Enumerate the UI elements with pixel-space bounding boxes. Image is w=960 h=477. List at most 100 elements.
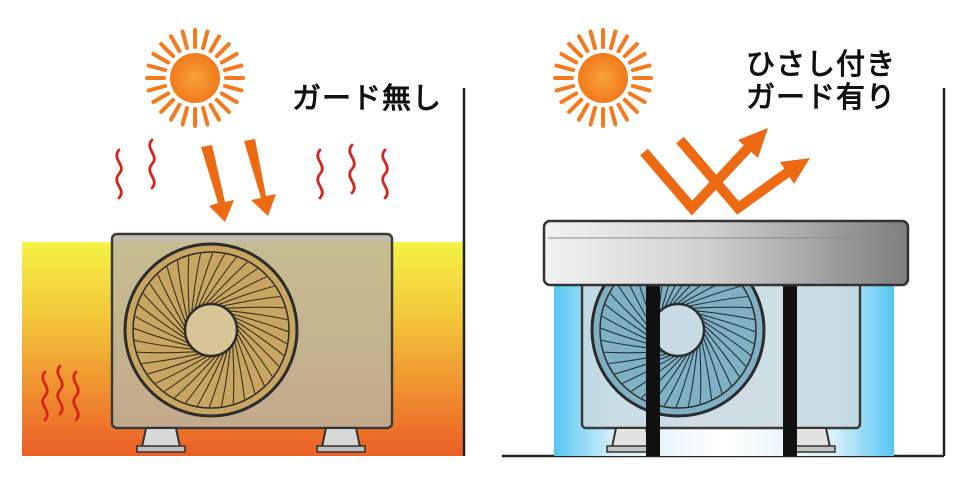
- fan-blade: [191, 253, 202, 311]
- guard-post: [783, 285, 797, 456]
- sun-ray: [201, 29, 210, 51]
- heat-wave-icon: [148, 138, 156, 190]
- fan-blade: [155, 356, 208, 384]
- fan-blade: [185, 355, 220, 404]
- sun-ray: [577, 102, 590, 122]
- scene-with-canopy-guard: [502, 28, 946, 458]
- sun-ray: [159, 97, 176, 114]
- panel-with-canopy-guard: ひさし付き ガード有り: [480, 0, 960, 477]
- reflect-arrow-icon: [640, 144, 752, 216]
- sun-ray: [609, 29, 618, 51]
- sun-ray: [609, 105, 618, 127]
- fan-blade: [232, 345, 235, 404]
- sun-ray: [559, 91, 579, 104]
- sun-ray: [219, 52, 239, 65]
- fan-blade: [703, 321, 752, 356]
- fan-blade: [699, 345, 702, 404]
- fan-blade: [703, 338, 723, 394]
- fan-blade: [234, 317, 288, 345]
- sun-icon: [145, 28, 245, 128]
- sun-ray: [146, 63, 168, 72]
- sun-ray: [159, 42, 176, 59]
- heat-wave-icon: [348, 143, 356, 195]
- arrow-down-icon: [201, 145, 234, 222]
- fan-blade: [232, 313, 289, 333]
- fan-blade: [701, 317, 755, 345]
- fan-blade: [219, 285, 275, 305]
- fan-blade: [149, 283, 185, 331]
- sun-ray: [577, 34, 590, 54]
- sun-ray: [627, 91, 647, 104]
- fan-blade: [686, 285, 742, 305]
- sun-ray: [146, 84, 168, 93]
- fan-icon: [123, 242, 299, 418]
- sun-ray: [208, 34, 221, 54]
- fan-blade: [237, 333, 265, 386]
- fan-blade: [141, 353, 199, 365]
- label-line-2: ガード有り: [746, 80, 897, 114]
- heat-wave-icon: [115, 148, 123, 200]
- sun-ray: [208, 102, 221, 122]
- fan-blade: [614, 355, 670, 375]
- fan-blade: [223, 295, 281, 307]
- sun-ray: [214, 42, 231, 59]
- fan-blade: [133, 327, 190, 347]
- sun-ray: [554, 63, 576, 72]
- sun-ray: [616, 34, 629, 54]
- sun-ray: [567, 97, 584, 114]
- sun-ray: [616, 102, 629, 122]
- sun-ray: [219, 91, 239, 104]
- guard-post: [646, 285, 660, 456]
- sun-ray: [588, 29, 597, 51]
- fan-blade: [137, 351, 196, 354]
- outdoor-unit: [110, 232, 394, 453]
- fan-blade: [142, 293, 185, 335]
- fan-blade: [704, 333, 732, 386]
- heat-wave-icon: [381, 148, 389, 200]
- fan-blade: [236, 338, 256, 394]
- fan-blade: [693, 306, 752, 309]
- fan-blade: [704, 325, 747, 367]
- sun-ray: [151, 91, 171, 104]
- sun-ray: [151, 52, 171, 65]
- scene-without-guard: [22, 28, 466, 456]
- fan-blade: [704, 329, 740, 377]
- fan-blade: [164, 356, 212, 392]
- sun-ray: [169, 102, 182, 122]
- fan-blade: [157, 274, 185, 327]
- sun-ray: [630, 63, 652, 72]
- sun-ray: [559, 52, 579, 65]
- fan-blade: [134, 339, 192, 350]
- fan-blade: [198, 253, 226, 307]
- fan-blade: [166, 266, 186, 322]
- reflect-arrow-icon: [676, 136, 791, 215]
- sun-ray: [180, 29, 189, 51]
- heat-wave-icon: [56, 364, 64, 416]
- label-line-1: ひさし付き: [746, 47, 897, 81]
- fan-blade: [196, 353, 224, 407]
- sun-ray: [622, 42, 639, 59]
- fan-blade: [690, 295, 748, 307]
- fan-blade: [237, 325, 280, 367]
- sun-ray: [222, 84, 244, 93]
- panel-without-guard: ガード無し: [22, 28, 466, 456]
- fan-blade: [206, 261, 248, 304]
- fan-blade: [608, 353, 666, 365]
- fan-blade: [137, 304, 186, 339]
- fan-blade: [236, 321, 285, 356]
- fan-blade: [641, 356, 683, 399]
- fan-blade: [134, 315, 188, 343]
- fan-blade: [687, 349, 698, 407]
- fan-blade: [174, 356, 216, 399]
- fan-blade: [697, 310, 755, 321]
- sun-ray: [201, 105, 210, 127]
- fan-blade: [208, 351, 228, 408]
- arrow-down-icon: [244, 139, 276, 216]
- sun-ray: [214, 97, 231, 114]
- fan-blade: [147, 355, 203, 375]
- fan-blade: [187, 256, 190, 315]
- fan-blade: [230, 310, 288, 321]
- reflect-arrow-icon: [738, 128, 768, 158]
- sun-ray: [627, 52, 647, 65]
- fan-blade: [226, 306, 285, 309]
